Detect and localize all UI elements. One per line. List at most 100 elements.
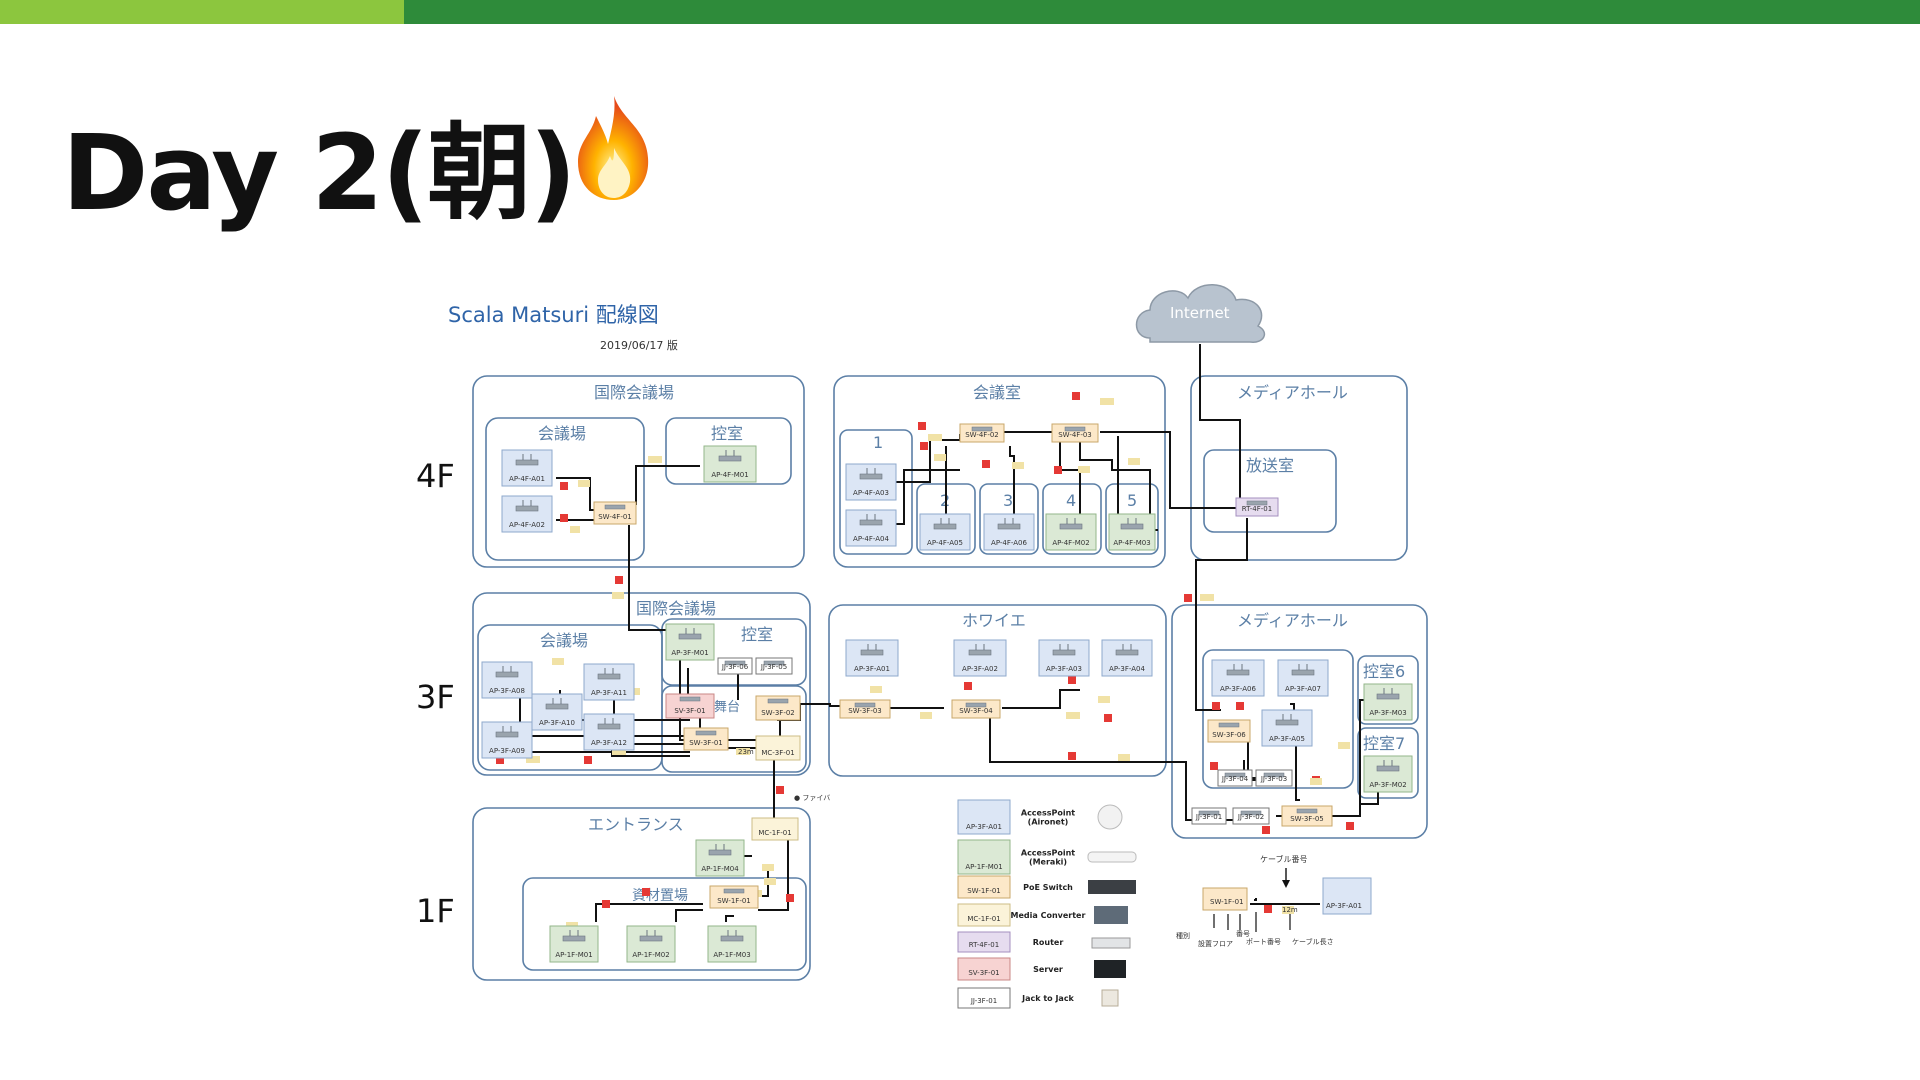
device-label: AP-3F-A02 xyxy=(962,665,998,673)
hardware-icon xyxy=(724,660,746,666)
device-label: JJ-3F-02 xyxy=(1237,813,1264,821)
key-bangou: 番号 xyxy=(1236,930,1250,938)
legend-label: (Aironet) xyxy=(1028,818,1069,827)
room-label-hikae7: 控室7 xyxy=(1363,734,1405,753)
antenna-icon xyxy=(604,718,614,724)
room-sub-4 xyxy=(1042,483,1102,555)
device-ap3a07: AP-3F-A07 xyxy=(1277,659,1329,697)
legend: AP-3F-A01AccessPoint(Aironet)AP-1F-M01Ac… xyxy=(957,799,1137,1009)
device-label: SW-3F-05 xyxy=(1290,815,1324,823)
device-label: SW-1F-01 xyxy=(717,897,751,905)
device-ap3a07-box xyxy=(1277,659,1329,697)
antenna-icon xyxy=(940,518,950,524)
device-ap4a04-box xyxy=(845,509,897,547)
room-label-sub-5: 5 xyxy=(1127,491,1137,510)
ap-icon xyxy=(933,523,957,530)
antenna-icon xyxy=(502,666,512,672)
device-ap3a06: AP-3F-A06 xyxy=(1211,659,1265,697)
device-ap4a01: AP-4F-A01 xyxy=(501,449,553,487)
antenna-icon xyxy=(725,450,735,456)
device-label: AP-3F-A12 xyxy=(591,739,627,747)
room-label-shizai: 資材置場 xyxy=(632,888,688,904)
ap-icon xyxy=(968,649,992,656)
room-kaigijo-4f xyxy=(485,417,645,561)
room-sub-5 xyxy=(1105,483,1159,555)
device-ap4a06-box xyxy=(983,513,1035,551)
device-label: AP-3F-A08 xyxy=(489,687,525,695)
room-label-kaigijo-3f: 会議場 xyxy=(540,631,588,650)
legend-label: PoE Switch xyxy=(1023,883,1073,892)
device-ap3a12: AP-3F-A12 xyxy=(583,713,635,751)
device-ap3a09: AP-3F-A09 xyxy=(481,721,533,759)
device-ap3a11-box xyxy=(583,663,635,701)
key-port: ポート番号 xyxy=(1246,938,1281,946)
slide-title: Day 2(朝) xyxy=(62,112,577,234)
device-label: AP-3F-A03 xyxy=(1046,665,1082,673)
device-label: SW-3F-06 xyxy=(1212,731,1246,739)
antenna-icon xyxy=(1383,760,1393,766)
legend-swatch xyxy=(957,903,1011,927)
device-ap3a10: AP-3F-A10 xyxy=(531,693,583,731)
hardware-icon xyxy=(723,888,745,894)
device-ap3a05: AP-3F-A05 xyxy=(1261,709,1313,747)
ap-icon xyxy=(515,459,539,466)
room-label-kaigishitsu: 会議室 xyxy=(973,383,1021,402)
legend-label: AccessPoint xyxy=(1021,809,1075,818)
device-label: AP-4F-A04 xyxy=(853,535,889,543)
room-media-3f-inner xyxy=(1202,649,1354,789)
aironet-icon xyxy=(1097,804,1123,830)
cable-length-23m: 23m xyxy=(738,748,754,756)
internet-cloud: Internet xyxy=(1135,284,1266,343)
device-ap3a04-box xyxy=(1101,639,1153,677)
device-jj3f02: JJ-3F-02 xyxy=(1232,807,1270,825)
antenna-icon xyxy=(866,514,876,520)
room-shizai xyxy=(522,877,807,971)
device-sw4f02: SW-4F-02 xyxy=(959,423,1005,443)
room-kokusai-3f xyxy=(472,592,811,776)
device-sw1f01: SW-1F-01 xyxy=(709,885,759,909)
ap-icon xyxy=(1275,719,1299,726)
ap-icon xyxy=(1226,669,1250,676)
device-label: AP-1F-M01 xyxy=(555,951,592,959)
device-ap3a02: AP-3F-A02 xyxy=(953,639,1007,677)
device-jj3f06: JJ-3F-06 xyxy=(717,657,753,675)
legend-code: SW-1F-01 xyxy=(967,887,1001,895)
accent-bar-light xyxy=(0,0,404,24)
ap-icon xyxy=(545,703,569,710)
key-ap-code: AP-3F-A01 xyxy=(1326,902,1362,910)
device-sw4f03: SW-4F-03 xyxy=(1051,423,1099,443)
room-label-sub-1: 1 xyxy=(873,433,883,452)
key-shubetsu: 種別 xyxy=(1176,931,1190,940)
device-ap4a04: AP-4F-A04 xyxy=(845,509,897,547)
legend-label: (Meraki) xyxy=(1029,858,1067,867)
device-rt4f01: RT-4F-01 xyxy=(1235,497,1279,517)
key-length: ケーブル長さ xyxy=(1292,937,1334,946)
device-ap4m03-box xyxy=(1108,513,1156,551)
device-label: AP-4F-A06 xyxy=(991,539,1027,547)
device-label: JJ-3F-01 xyxy=(1195,813,1222,821)
ap-icon xyxy=(720,935,744,942)
device-label: AP-4F-A01 xyxy=(509,475,545,483)
device-ap3m03: AP-3F-M03 xyxy=(1363,683,1413,721)
floor-3f-label: 3F xyxy=(416,678,455,716)
device-ap3a08-box xyxy=(481,661,533,699)
legend-swatch xyxy=(957,799,1011,835)
device-label: AP-3F-A06 xyxy=(1220,685,1256,693)
antenna-icon xyxy=(522,454,532,460)
hardware-icon xyxy=(604,504,626,510)
meraki-icon xyxy=(1087,851,1137,863)
device-label: RT-4F-01 xyxy=(1242,505,1272,513)
hardware-icon xyxy=(695,730,717,736)
ap-icon xyxy=(562,935,586,942)
room-label-kokusai-4f: 国際会議場 xyxy=(594,383,674,402)
antenna-icon xyxy=(866,468,876,474)
room-label-hikae-3f: 控室 xyxy=(741,625,773,644)
antenna-icon xyxy=(685,628,695,634)
device-ap4a02: AP-4F-A02 xyxy=(501,495,553,533)
legend-label: Server xyxy=(1033,965,1063,974)
device-ap3a03: AP-3F-A03 xyxy=(1038,639,1090,677)
device-ap3a06-box xyxy=(1211,659,1265,697)
